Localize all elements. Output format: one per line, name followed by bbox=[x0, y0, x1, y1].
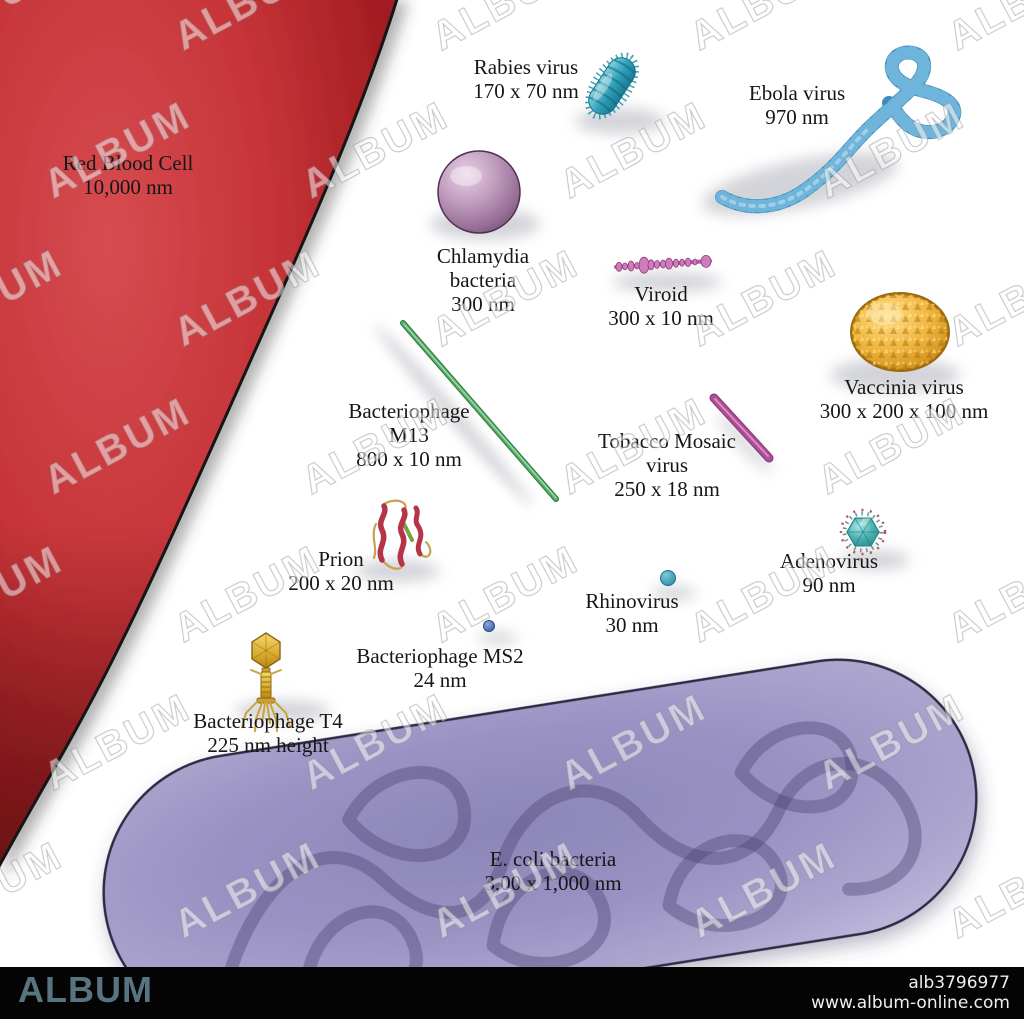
organism-size: 170 x 70 nm bbox=[473, 78, 579, 103]
label-ecoli: E. coli bacteria 3,00 x 1,000 nm bbox=[484, 847, 622, 896]
website-url: www.album-online.com bbox=[811, 993, 1010, 1013]
label-rhinovirus: Rhinovirus 30 nm bbox=[585, 589, 679, 638]
organism-size: 800 x 10 nm bbox=[356, 446, 462, 471]
vaccinia-virus-shape bbox=[850, 292, 950, 372]
label-bacteriophage-t4: Bacteriophage T4 225 nm height bbox=[193, 709, 343, 758]
label-bacteriophage-m13: Bacteriophage M13 800 x 10 nm bbox=[348, 399, 470, 472]
ecoli-dna-strands bbox=[220, 721, 922, 1007]
chlamydia-bacteria-shape bbox=[437, 150, 521, 234]
ebola-virus-shape bbox=[715, 45, 962, 214]
shadow bbox=[478, 632, 518, 644]
organism-size: 250 x 18 nm bbox=[614, 476, 720, 501]
shadow bbox=[235, 700, 330, 722]
organism-name: Bacteriophage MS2 bbox=[356, 644, 524, 668]
label-rabies-virus: Rabies virus 170 x 70 nm bbox=[473, 55, 579, 104]
tobacco-mosaic-virus-shape bbox=[709, 393, 774, 463]
viroid-shape bbox=[614, 255, 712, 274]
organism-name: Bacteriophage T4 bbox=[193, 709, 343, 733]
organism-name: Viroid bbox=[634, 282, 688, 306]
label-red-blood-cell: Red Blood Cell 10,000 nm bbox=[62, 151, 194, 200]
organism-size: 10,000 nm bbox=[83, 174, 173, 199]
shadow bbox=[612, 272, 722, 292]
organism-size: 24 nm bbox=[413, 667, 467, 692]
organism-name: Rhinovirus bbox=[585, 589, 679, 613]
organism-size: 30 nm bbox=[605, 612, 659, 637]
red-blood-cell-shape bbox=[0, 0, 399, 868]
adenovirus-shape bbox=[839, 508, 887, 556]
organism-size: 970 nm bbox=[765, 104, 829, 129]
organism-name: Vaccinia virus bbox=[844, 375, 964, 399]
organism-name: Chlamydia bbox=[436, 244, 530, 268]
organism-size: 90 nm bbox=[802, 572, 856, 597]
bacteriophage-t4-shape bbox=[241, 632, 291, 732]
organism-name: E. coli bacteria bbox=[489, 847, 617, 871]
ecoli-bacteria-shape bbox=[102, 658, 978, 1019]
rhinovirus-shape bbox=[660, 570, 676, 586]
footer-bar: ALBUM alb3796977 www.album-online.com bbox=[0, 967, 1024, 1019]
organism-name: Bacteriophage bbox=[348, 399, 470, 423]
organism-name: Tobacco Mosaic bbox=[598, 429, 736, 453]
organism-size: 300 x 200 x 100 nm bbox=[819, 398, 989, 423]
bacteriophage-m13-shape bbox=[400, 320, 559, 502]
label-prion: Prion 200 x 20 nm bbox=[288, 547, 394, 596]
label-adenovirus: Adenovirus 90 nm bbox=[780, 549, 878, 598]
bacteriophage-ms2-shape bbox=[483, 620, 495, 632]
organism-size: 300 x 10 nm bbox=[608, 305, 714, 330]
organism-size: 3,00 x 1,000 nm bbox=[484, 870, 622, 895]
organism-name: Adenovirus bbox=[780, 549, 878, 573]
label-tobacco-mosaic-virus: Tobacco Mosaic virus 250 x 18 nm bbox=[598, 429, 736, 502]
label-chlamydia: Chlamydia bacteria 300 nm bbox=[436, 244, 530, 317]
shadow bbox=[355, 560, 440, 582]
organism-name-2: virus bbox=[646, 452, 688, 477]
organism-name: Ebola virus bbox=[748, 81, 846, 105]
organism-size: 300 nm bbox=[451, 291, 515, 316]
organism-size: 225 nm height bbox=[207, 732, 329, 757]
label-viroid: Viroid 300 x 10 nm bbox=[608, 282, 714, 331]
organism-name-2: bacteria bbox=[449, 267, 517, 292]
label-vaccinia-virus: Vaccinia virus 300 x 200 x 100 nm bbox=[819, 375, 989, 424]
label-ebola-virus: Ebola virus 970 nm bbox=[748, 81, 846, 130]
rabies-virus-shape bbox=[585, 52, 639, 120]
label-bacteriophage-ms2: Bacteriophage MS2 24 nm bbox=[356, 644, 524, 693]
album-logo: ALBUM bbox=[18, 969, 153, 1010]
organism-name: Rabies virus bbox=[473, 55, 579, 79]
footer-reference: alb3796977 www.album-online.com bbox=[811, 973, 1010, 1013]
organism-size: 200 x 20 nm bbox=[288, 570, 394, 595]
organism-name: Red Blood Cell bbox=[62, 151, 194, 175]
organism-name-2: M13 bbox=[389, 422, 429, 447]
organism-name: Prion bbox=[318, 547, 364, 571]
shadow bbox=[840, 550, 910, 570]
prion-shape bbox=[372, 499, 432, 570]
shadow bbox=[652, 586, 696, 600]
image-id: alb3796977 bbox=[908, 973, 1010, 993]
